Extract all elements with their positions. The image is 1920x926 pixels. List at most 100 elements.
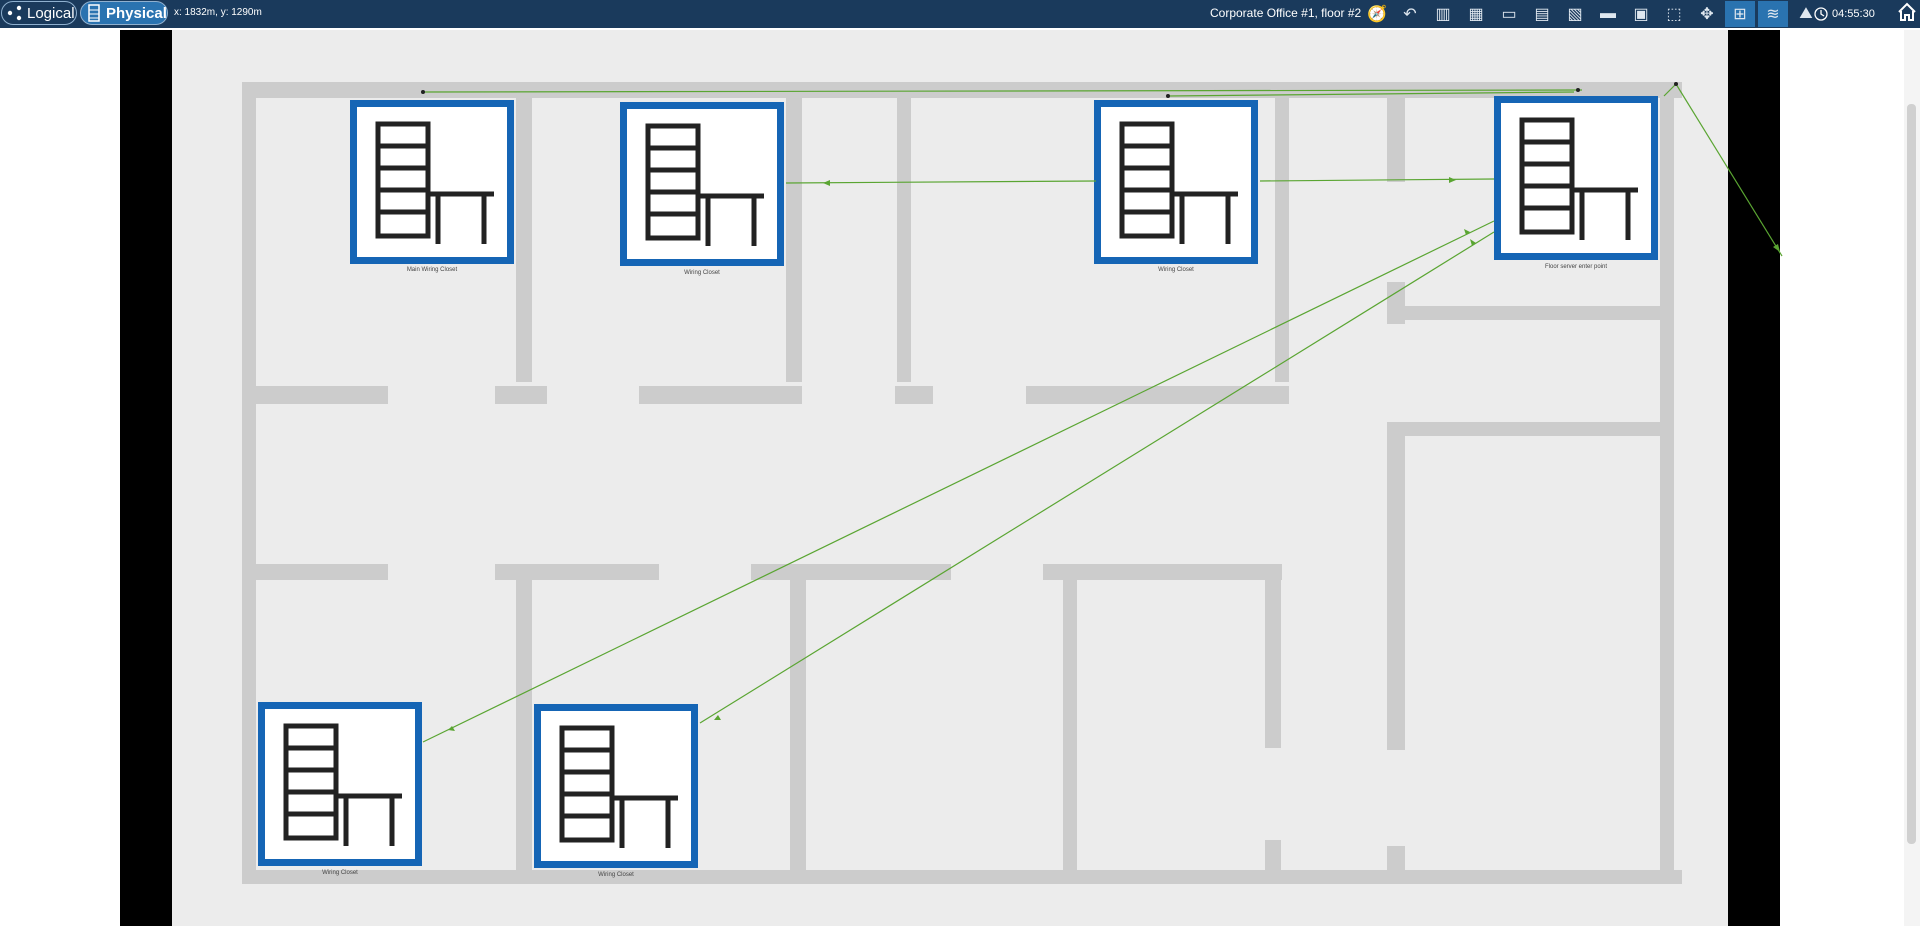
pan-icon: ✥ bbox=[1700, 6, 1714, 23]
wall bbox=[1265, 564, 1281, 748]
link-endpoint bbox=[1674, 82, 1678, 86]
add-device-icon: ▤ bbox=[1534, 6, 1550, 23]
network-link bbox=[422, 89, 1583, 93]
logical-mode-label: Logical bbox=[27, 4, 75, 22]
logical-network-icon bbox=[6, 4, 24, 22]
pan-button[interactable]: ✥ bbox=[1692, 1, 1722, 27]
device-label: Wiring Closet bbox=[598, 872, 634, 878]
add-building-icon: ▦ bbox=[1468, 6, 1484, 23]
building-list-icon: ▥ bbox=[1435, 6, 1451, 23]
floor-plan[interactable]: Main Wiring Closet Wiring Closet Wiring … bbox=[172, 30, 1728, 926]
grid-view-icon: ⊞ bbox=[1733, 6, 1747, 23]
wall bbox=[242, 82, 256, 884]
network-link bbox=[699, 231, 1495, 724]
add-device-2-button[interactable]: ▧ bbox=[1560, 1, 1590, 27]
building-list-button[interactable]: ▥ bbox=[1428, 1, 1458, 27]
device-main-wiring-closet[interactable] bbox=[350, 100, 514, 264]
link-endpoint bbox=[1576, 88, 1580, 92]
cursor-coordinates: x: 1832m, y: 1290m bbox=[174, 7, 262, 18]
grid-view-button[interactable]: ⊞ bbox=[1725, 1, 1755, 27]
device-wiring-closet[interactable] bbox=[258, 702, 422, 866]
device-label: Floor server enter point bbox=[1544, 264, 1608, 270]
physical-mode-label: Physical bbox=[106, 4, 167, 22]
wall bbox=[1275, 82, 1289, 382]
physical-mode-button[interactable]: Physical bbox=[80, 1, 168, 25]
wall bbox=[1063, 564, 1077, 874]
link-arrow bbox=[1464, 229, 1470, 235]
landscape-icon: ⛰ bbox=[1799, 5, 1813, 22]
add-device-button[interactable]: ▤ bbox=[1527, 1, 1557, 27]
floor-title: Corporate Office #1, floor #2 bbox=[1210, 6, 1362, 20]
link-endpoint bbox=[421, 90, 425, 94]
add-rack-icon: ▭ bbox=[1501, 6, 1517, 23]
network-link bbox=[1663, 83, 1677, 97]
wall bbox=[895, 386, 933, 404]
link-arrow bbox=[1449, 177, 1456, 183]
wall bbox=[516, 564, 532, 874]
wifi-button[interactable]: ≋ bbox=[1758, 1, 1788, 27]
undo-button[interactable]: ↶ bbox=[1395, 1, 1425, 27]
clock-time: 04:55:30 bbox=[1832, 8, 1875, 20]
fit-view-button[interactable]: ⬚ bbox=[1659, 1, 1689, 27]
wall bbox=[1387, 82, 1405, 182]
network-link bbox=[785, 180, 1097, 184]
network-link bbox=[1675, 83, 1783, 257]
rack-icon bbox=[85, 4, 103, 22]
link-arrow bbox=[714, 715, 721, 720]
wifi-icon: ≋ bbox=[1766, 6, 1780, 23]
wall bbox=[786, 82, 802, 382]
wall bbox=[1387, 422, 1405, 750]
wall bbox=[639, 386, 802, 404]
wall bbox=[1387, 422, 1672, 436]
wall bbox=[516, 82, 532, 382]
logical-mode-button[interactable]: Logical bbox=[1, 1, 77, 25]
add-building-button[interactable]: ▦ bbox=[1461, 1, 1491, 27]
document-button[interactable]: ▣ bbox=[1626, 1, 1656, 27]
scrollbar-thumb[interactable] bbox=[1907, 104, 1916, 844]
undo-icon: ↶ bbox=[1403, 6, 1417, 23]
link-arrow bbox=[1773, 244, 1780, 252]
compass-button[interactable]: 🧭 bbox=[1362, 1, 1392, 27]
printer-button[interactable]: ▬ bbox=[1593, 1, 1623, 27]
landscape-button[interactable]: ⛰ bbox=[1791, 1, 1821, 27]
wall bbox=[1660, 82, 1674, 884]
network-link bbox=[1167, 91, 1575, 97]
left-margin bbox=[120, 30, 172, 926]
wall bbox=[897, 82, 911, 382]
wall bbox=[242, 870, 1682, 884]
network-link bbox=[422, 220, 1495, 743]
device-label: Wiring Closet bbox=[684, 270, 720, 276]
wall bbox=[1387, 846, 1405, 884]
wall bbox=[242, 386, 388, 404]
device-label: Main Wiring Closet bbox=[406, 267, 458, 273]
printer-icon: ▬ bbox=[1600, 5, 1616, 22]
clock: 04:55:30 bbox=[1814, 1, 1894, 27]
wall bbox=[242, 564, 388, 580]
compass-icon: 🧭 bbox=[1367, 6, 1387, 23]
fit-view-icon: ⬚ bbox=[1666, 6, 1682, 23]
wall bbox=[1265, 840, 1281, 874]
link-arrow bbox=[823, 180, 830, 186]
device-wiring-closet[interactable] bbox=[620, 102, 784, 266]
clock-icon bbox=[1814, 7, 1828, 21]
right-margin bbox=[1728, 30, 1780, 926]
home-button[interactable] bbox=[1894, 1, 1920, 27]
network-link bbox=[1259, 178, 1495, 182]
device-wiring-closet[interactable] bbox=[534, 704, 698, 868]
link-arrow bbox=[448, 726, 455, 731]
link-arrow bbox=[1470, 239, 1476, 246]
device-label: Wiring Closet bbox=[1158, 267, 1194, 273]
wall bbox=[1387, 306, 1672, 320]
link-endpoint bbox=[1166, 94, 1170, 98]
home-icon bbox=[1897, 2, 1917, 27]
device-floor-server-enter-point[interactable] bbox=[1494, 96, 1658, 260]
wall bbox=[495, 564, 659, 580]
add-rack-button[interactable]: ▭ bbox=[1494, 1, 1524, 27]
add-device-2-icon: ▧ bbox=[1567, 6, 1583, 23]
device-label: Wiring Closet bbox=[322, 870, 358, 876]
wall bbox=[1043, 564, 1282, 580]
document-icon: ▣ bbox=[1633, 6, 1649, 23]
top-toolbar: Logical Physical x: 1832m, y: 1290m Corp… bbox=[0, 0, 1920, 28]
device-wiring-closet[interactable] bbox=[1094, 100, 1258, 264]
